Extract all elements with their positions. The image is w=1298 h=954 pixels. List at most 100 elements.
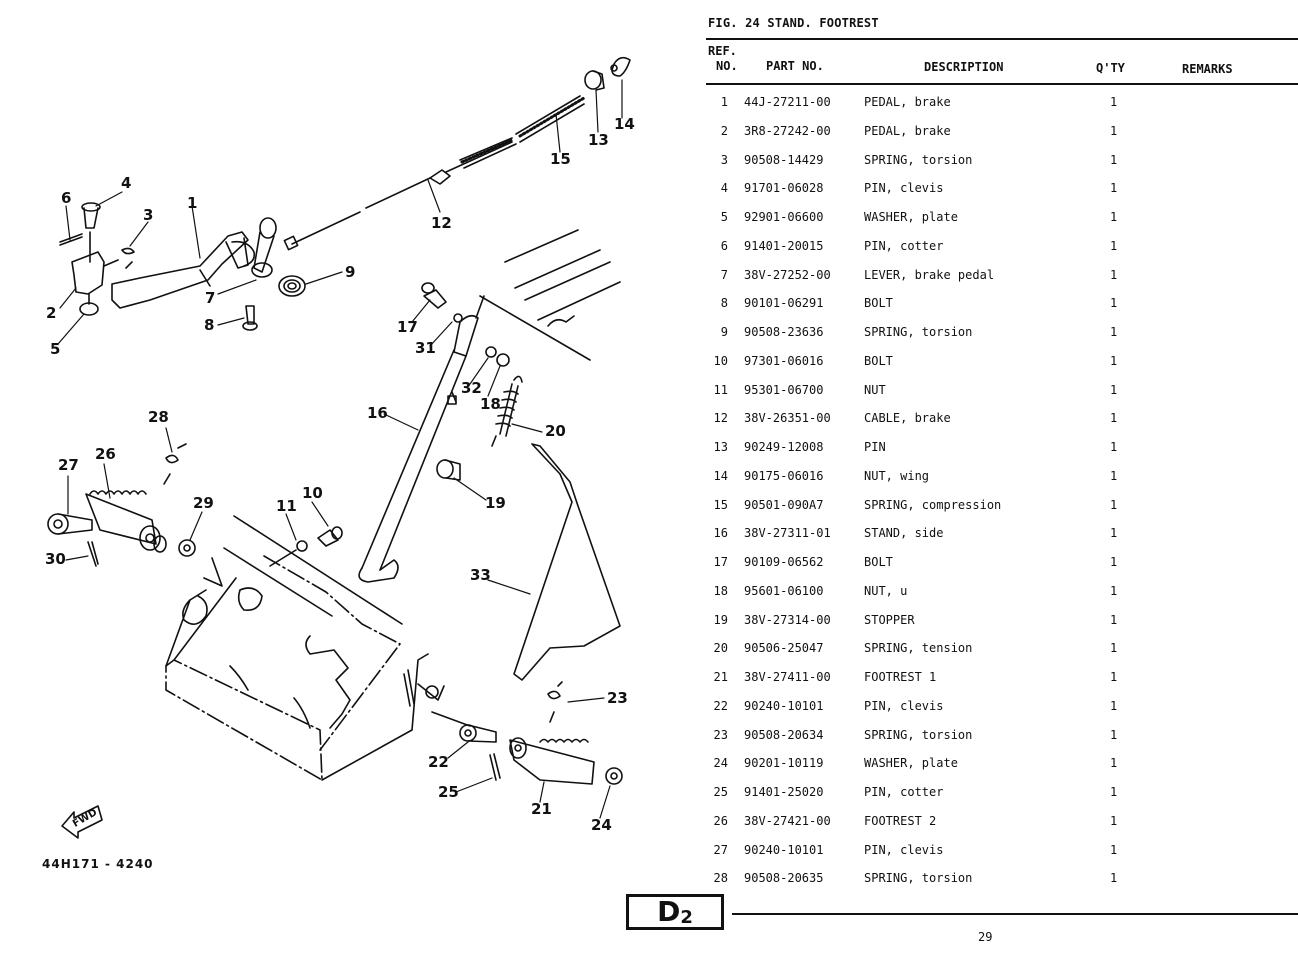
qty-cell: 1 [1110, 411, 1118, 426]
table-header-rule [706, 83, 1298, 85]
description-cell: SPRING, compression [864, 497, 1002, 512]
qty-cell: 1 [1110, 555, 1118, 569]
ref-no-cell: 25 [713, 785, 728, 799]
callout-8: 8 [204, 316, 215, 334]
part-no-cell: 38V-26351-00 [744, 411, 831, 426]
stand-bar-drawing [513, 443, 621, 681]
callout-16: 16 [367, 404, 388, 422]
part-no-cell: 38V-27421-00 [744, 813, 831, 828]
ref-no-cell: 22 [713, 698, 728, 713]
ref-no-cell: 5 [720, 210, 728, 224]
callout-28: 28 [148, 408, 169, 426]
part-no-cell: 44J-27211-00 [744, 95, 831, 109]
description-cell: SPRING, torsion [864, 152, 973, 167]
ref-no-cell: 13 [713, 440, 728, 454]
qty-cell: 1 [1110, 756, 1118, 771]
qty-cell: 1 [1110, 296, 1118, 311]
description-cell: PIN, clevis [864, 842, 944, 857]
callout-4: 4 [121, 174, 132, 192]
description-cell: BOLT [864, 296, 893, 311]
callout-27: 27 [58, 456, 79, 474]
qty-cell: 1 [1110, 727, 1118, 742]
description-cell: SPRING, torsion [864, 871, 973, 886]
ref-no-cell: 14 [713, 468, 728, 483]
description-cell: PEDAL, brake [864, 95, 951, 109]
header-description: DESCRIPTION [924, 60, 1004, 74]
ref-no-cell: 16 [713, 526, 728, 541]
callout-11: 11 [276, 497, 297, 515]
ref-no-cell: 8 [720, 296, 728, 311]
qty-cell: 1 [1110, 267, 1118, 282]
callout-33: 33 [470, 566, 491, 584]
description-cell: PEDAL, brake [864, 123, 951, 138]
description-cell: WASHER, plate [864, 756, 958, 771]
callout-19: 19 [485, 494, 506, 512]
ref-no-cell: 1 [720, 95, 728, 109]
qty-cell: 1 [1110, 238, 1118, 253]
part-no-cell: 90508-23636 [744, 325, 824, 339]
part-no-cell: 90508-14429 [744, 152, 824, 167]
part-no-cell: 90240-10101 [744, 698, 824, 713]
ref-no-cell: 18 [713, 583, 728, 598]
callout-26: 26 [95, 445, 116, 463]
footer-rule [732, 913, 1298, 915]
callout-10: 10 [302, 484, 323, 502]
description-cell: CABLE, brake [864, 411, 951, 426]
qty-cell: 1 [1110, 123, 1118, 138]
part-no-cell: 92901-06600 [744, 210, 824, 224]
qty-cell: 1 [1110, 871, 1118, 886]
callout-12: 12 [431, 214, 452, 232]
exploded-parts-diagram: 1 2 3 4 5 6 7 8 9 10 11 12 13 14 15 16 1… [42, 56, 635, 871]
callout-23: 23 [607, 689, 628, 707]
description-cell: NUT [864, 382, 886, 397]
ref-no-cell: 20 [713, 641, 728, 656]
leader-lines [57, 79, 623, 819]
ref-no-cell: 7 [720, 267, 728, 282]
qty-cell: 1 [1110, 526, 1118, 541]
description-cell: NUT, wing [864, 468, 930, 483]
qty-cell: 1 [1110, 210, 1118, 224]
description-cell: STOPPER [864, 612, 915, 627]
description-cell: SPRING, torsion [864, 325, 973, 339]
header-qty: Q'TY [1096, 61, 1125, 75]
ref-no-cell: 2 [720, 123, 728, 138]
callout-6: 6 [61, 189, 72, 207]
ref-no-cell: 19 [713, 612, 728, 627]
section-number: 2 [680, 907, 693, 928]
qty-cell: 1 [1110, 325, 1118, 339]
qty-cell: 1 [1110, 785, 1118, 799]
callout-1: 1 [187, 194, 198, 212]
qty-cell: 1 [1110, 842, 1118, 857]
callout-5: 5 [50, 340, 61, 358]
ref-no-cell: 15 [713, 497, 728, 512]
ref-no-cell: 12 [713, 411, 728, 426]
callout-31: 31 [415, 339, 436, 357]
part-no-cell: 90508-20635 [744, 871, 824, 886]
description-cell: PIN [864, 440, 886, 454]
side-stand-drawing [358, 229, 621, 583]
description-cell: STAND, side [864, 526, 944, 541]
part-no-cell: 91401-25020 [744, 785, 824, 799]
ref-no-cell: 28 [713, 871, 728, 886]
part-no-cell: 38V-27411-00 [744, 670, 831, 684]
ref-no-cell: 17 [713, 555, 728, 569]
callout-17: 17 [397, 318, 418, 336]
callout-20: 20 [545, 422, 566, 440]
description-cell: PIN, clevis [864, 698, 944, 713]
callout-9: 9 [345, 263, 356, 281]
ref-no-cell: 24 [713, 756, 728, 771]
description-cell: PIN, cotter [864, 238, 944, 253]
brake-cable-drawing [283, 56, 631, 251]
